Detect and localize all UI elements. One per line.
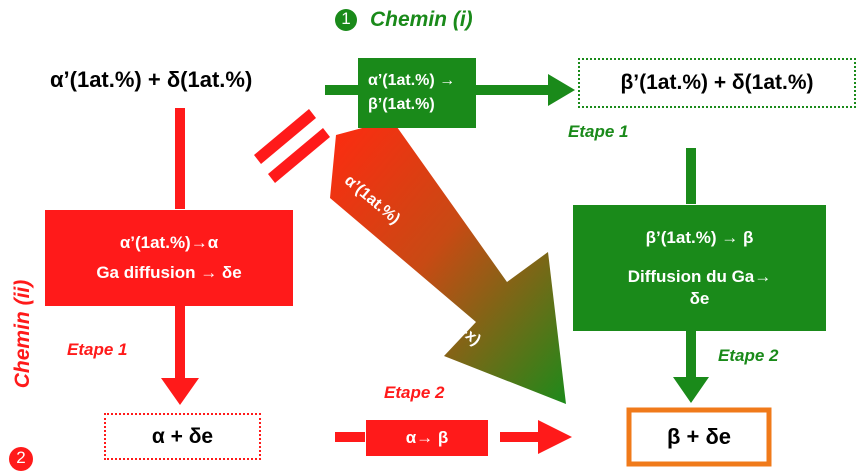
red-etape-2: Etape 2 (384, 383, 445, 402)
marker-1-circle (335, 9, 357, 31)
red-bottom-arrow-head (500, 420, 572, 454)
marker-2-circle (9, 447, 33, 471)
bottom-right-node-text: β + δe (666, 424, 732, 449)
red-left-box: α’(1at.%)→α Ga diffusion → δe (45, 210, 293, 306)
top-right-node-text: β’(1at.%) + δ(1at.%) (620, 71, 814, 94)
red-bottom-arrow-stub (335, 432, 365, 442)
marker-2-number: 2 (16, 448, 26, 467)
green-top-box-line1: α’(1at.%) → (368, 72, 456, 89)
chemin-ii-label: Chemin (ii) (11, 279, 34, 389)
green-right-box-line3: δe (689, 288, 710, 308)
red-etape-1: Etape 1 (67, 340, 128, 359)
green-top-arrow-stub (325, 85, 359, 95)
green-top-arrow (475, 74, 575, 106)
top-right-node: β’(1at.%) + δ(1at.%) (578, 58, 856, 108)
green-etape-1: Etape 1 (568, 122, 629, 141)
green-right-arrow-upper (686, 148, 696, 204)
diagonal-start-bars (254, 109, 330, 183)
red-left-arrow-lower (161, 306, 199, 405)
diagonal-gradient-arrow (330, 120, 566, 404)
bottom-right-node: β + δe (632, 413, 766, 461)
chemin-i-label: Chemin (i) (370, 8, 473, 31)
red-left-box-line1: α’(1at.%)→α (119, 233, 219, 252)
bottom-left-node: α + δe (104, 413, 261, 460)
orange-outline (626, 407, 772, 467)
green-right-arrow-lower (673, 330, 709, 403)
green-etape-2: Etape 2 (718, 346, 779, 365)
red-left-box-line2: Ga diffusion → δe (96, 263, 242, 282)
red-bottom-box: α→ β (366, 420, 488, 456)
green-top-box: α’(1at.%) → β’(1at.%) (358, 58, 476, 128)
bottom-left-node-text: α + δe (151, 424, 214, 448)
green-top-box-line2: β’(1at.%) (368, 96, 435, 113)
green-right-box-line2: Diffusion du Ga→ (627, 266, 772, 286)
green-right-box-line1: β’(1at.%) → β (645, 227, 754, 247)
start-node: α’(1at.%) + δ(1at.%) (50, 67, 253, 92)
green-right-box: β’(1at.%) → β Diffusion du Ga→ δe (573, 205, 826, 331)
marker-1-number: 1 (341, 9, 351, 28)
red-left-arrow-upper (175, 108, 185, 209)
red-bottom-box-text: α→ β (405, 428, 449, 447)
